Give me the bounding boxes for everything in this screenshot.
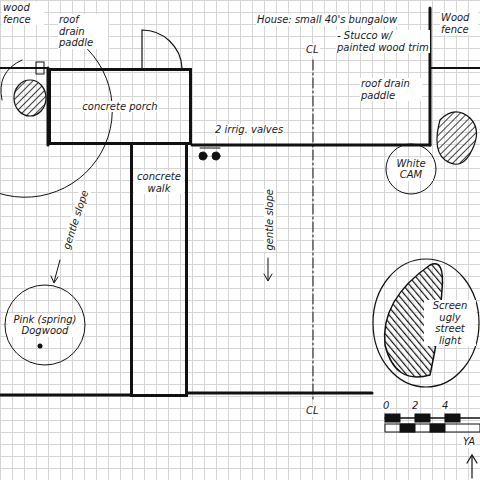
- scale-number: 2: [411, 400, 419, 412]
- walk-strip: concrete walk: [130, 145, 188, 397]
- centerline-mark: CL: [305, 405, 320, 417]
- shrub-circle: White CAM: [385, 143, 437, 195]
- house-note: House: small 40's bungalow: [256, 14, 398, 26]
- tree-circle: Pink (spring) Dogwood: [4, 284, 86, 366]
- slope-note: gentle slope: [60, 188, 91, 252]
- centerline-mark: CL: [305, 44, 320, 56]
- scale-unit: YA: [462, 436, 476, 448]
- house-note: - Stucco w/ painted wood trim: [336, 30, 430, 53]
- scale-number: 4: [441, 400, 449, 412]
- area-label: concrete porch: [81, 101, 158, 113]
- area-label: Screen ugly street light: [424, 300, 476, 346]
- drain-note: roof drain paddle: [360, 78, 422, 101]
- area-label: White CAM: [389, 158, 433, 181]
- scale-number: 0: [382, 400, 390, 412]
- slope-note: gentle slope: [264, 188, 276, 251]
- fence-note: Wood fence: [440, 12, 478, 35]
- valve-note: 2 irrig. valves: [214, 124, 284, 136]
- fence-note: wood fence: [2, 2, 44, 25]
- screen-area: Screen ugly street light: [372, 258, 480, 388]
- area-label: Pink (spring) Dogwood: [8, 314, 82, 337]
- drain-note: roof drain paddle: [58, 14, 108, 49]
- porch-area: concrete porch: [48, 68, 192, 145]
- area-label: concrete walk: [134, 171, 184, 194]
